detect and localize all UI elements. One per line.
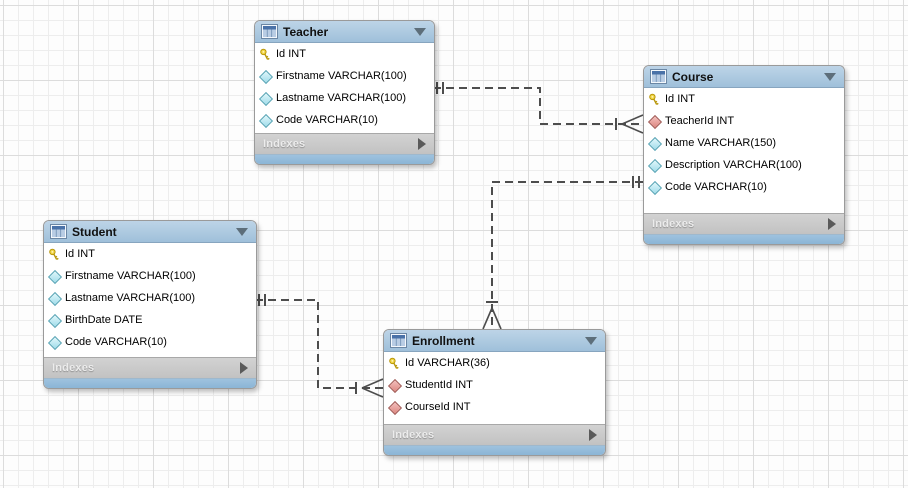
table-columns: Id INT Firstname VARCHAR(100) Lastname VAR… bbox=[44, 243, 256, 357]
column-row[interactable]: Lastname VARCHAR(100) bbox=[255, 87, 434, 109]
attribute-icon bbox=[47, 269, 63, 284]
column-row[interactable]: Code VARCHAR(10) bbox=[44, 331, 256, 353]
column-label: Name VARCHAR(150) bbox=[665, 137, 777, 149]
attribute-icon bbox=[258, 113, 274, 128]
column-label: Firstname VARCHAR(100) bbox=[65, 270, 196, 282]
foreign-key-icon bbox=[647, 114, 663, 129]
column-label: StudentId INT bbox=[405, 379, 473, 391]
column-row[interactable]: Name VARCHAR(150) bbox=[644, 132, 844, 154]
column-label: Code VARCHAR(10) bbox=[65, 336, 167, 348]
expand-arrow-icon[interactable] bbox=[240, 362, 248, 374]
table-icon bbox=[390, 333, 407, 348]
attribute-icon bbox=[47, 291, 63, 306]
attribute-icon bbox=[258, 69, 274, 84]
chevron-down-icon[interactable] bbox=[236, 227, 248, 236]
column-row[interactable]: Code VARCHAR(10) bbox=[255, 109, 434, 131]
table-icon bbox=[261, 24, 278, 39]
indexes-label: Indexes bbox=[392, 429, 435, 441]
table-enrollment[interactable]: Enrollment Id VARCHAR(36) StudentId INT Cou… bbox=[383, 329, 606, 456]
expand-arrow-icon[interactable] bbox=[418, 138, 426, 150]
indexes-label: Indexes bbox=[263, 138, 306, 150]
indexes-label: Indexes bbox=[52, 362, 95, 374]
column-label: Id INT bbox=[276, 48, 306, 60]
primary-key-icon bbox=[259, 48, 272, 61]
primary-key-icon bbox=[648, 93, 661, 106]
relationship-teacher-course[interactable] bbox=[433, 82, 644, 134]
column-row[interactable]: Id INT bbox=[255, 43, 434, 65]
column-row[interactable]: Description VARCHAR(100) bbox=[644, 154, 844, 176]
column-label: Code VARCHAR(10) bbox=[276, 114, 378, 126]
table-bottom-strip bbox=[44, 378, 256, 388]
table-header[interactable]: Course bbox=[644, 66, 844, 88]
chevron-down-icon[interactable] bbox=[414, 27, 426, 36]
table-columns: Id VARCHAR(36) StudentId INT CourseId INT bbox=[384, 352, 605, 424]
foreign-key-icon bbox=[387, 400, 403, 415]
table-header[interactable]: Teacher bbox=[255, 21, 434, 43]
primary-key-icon bbox=[48, 248, 61, 261]
table-bottom-strip bbox=[384, 445, 605, 455]
table-teacher[interactable]: Teacher Id INT Firstname VARCHAR(100) Lastn… bbox=[254, 20, 435, 165]
attribute-icon bbox=[647, 158, 663, 173]
table-title: Course bbox=[672, 69, 714, 84]
table-columns: Id INT Firstname VARCHAR(100) Lastname VAR… bbox=[255, 43, 434, 133]
column-label: Id INT bbox=[665, 93, 695, 105]
attribute-icon bbox=[647, 180, 663, 195]
column-row[interactable]: Id INT bbox=[44, 243, 256, 265]
attribute-icon bbox=[258, 91, 274, 106]
column-label: Code VARCHAR(10) bbox=[665, 181, 767, 193]
table-title: Teacher bbox=[283, 24, 329, 39]
column-label: Lastname VARCHAR(100) bbox=[65, 292, 196, 304]
table-icon bbox=[50, 224, 67, 239]
column-label: Lastname VARCHAR(100) bbox=[276, 92, 407, 104]
table-course[interactable]: Course Id INT TeacherId INT Name VARCHAR(15… bbox=[643, 65, 845, 245]
relationship-student-enrollment[interactable] bbox=[255, 294, 384, 398]
table-bottom-strip bbox=[255, 154, 434, 164]
column-label: TeacherId INT bbox=[665, 115, 735, 127]
chevron-down-icon[interactable] bbox=[824, 72, 836, 81]
table-header[interactable]: Student bbox=[44, 221, 256, 243]
indexes-bar[interactable]: Indexes bbox=[44, 357, 256, 378]
column-label: Description VARCHAR(100) bbox=[665, 159, 802, 171]
chevron-down-icon[interactable] bbox=[585, 336, 597, 345]
column-row[interactable]: CourseId INT bbox=[384, 396, 605, 418]
column-row[interactable]: Lastname VARCHAR(100) bbox=[44, 287, 256, 309]
column-label: Firstname VARCHAR(100) bbox=[276, 70, 407, 82]
column-row[interactable]: Id INT bbox=[644, 88, 844, 110]
expand-arrow-icon[interactable] bbox=[589, 429, 597, 441]
column-row[interactable]: BirthDate DATE bbox=[44, 309, 256, 331]
table-bottom-strip bbox=[644, 234, 844, 244]
column-label: BirthDate DATE bbox=[65, 314, 143, 326]
relationship-course-enrollment[interactable] bbox=[482, 176, 643, 330]
foreign-key-icon bbox=[387, 378, 403, 393]
column-row[interactable]: StudentId INT bbox=[384, 374, 605, 396]
column-row[interactable]: Id VARCHAR(36) bbox=[384, 352, 605, 374]
indexes-bar[interactable]: Indexes bbox=[644, 213, 844, 234]
attribute-icon bbox=[47, 313, 63, 328]
indexes-bar[interactable]: Indexes bbox=[384, 424, 605, 445]
column-label: CourseId INT bbox=[405, 401, 471, 413]
table-columns: Id INT TeacherId INT Name VARCHAR(150) Desc… bbox=[644, 88, 844, 213]
table-student[interactable]: Student Id INT Firstname VARCHAR(100) Lastn… bbox=[43, 220, 257, 389]
column-label: Id INT bbox=[65, 248, 95, 260]
column-label: Id VARCHAR(36) bbox=[405, 357, 490, 369]
attribute-icon bbox=[647, 136, 663, 151]
expand-arrow-icon[interactable] bbox=[828, 218, 836, 230]
table-title: Enrollment bbox=[412, 333, 475, 348]
indexes-label: Indexes bbox=[652, 218, 695, 230]
column-row[interactable]: Firstname VARCHAR(100) bbox=[44, 265, 256, 287]
column-row[interactable]: Firstname VARCHAR(100) bbox=[255, 65, 434, 87]
table-title: Student bbox=[72, 224, 117, 239]
column-row[interactable]: Code VARCHAR(10) bbox=[644, 176, 844, 198]
column-row[interactable]: TeacherId INT bbox=[644, 110, 844, 132]
attribute-icon bbox=[47, 335, 63, 350]
table-header[interactable]: Enrollment bbox=[384, 330, 605, 352]
table-icon bbox=[650, 69, 667, 84]
primary-key-icon bbox=[388, 357, 401, 370]
indexes-bar[interactable]: Indexes bbox=[255, 133, 434, 154]
